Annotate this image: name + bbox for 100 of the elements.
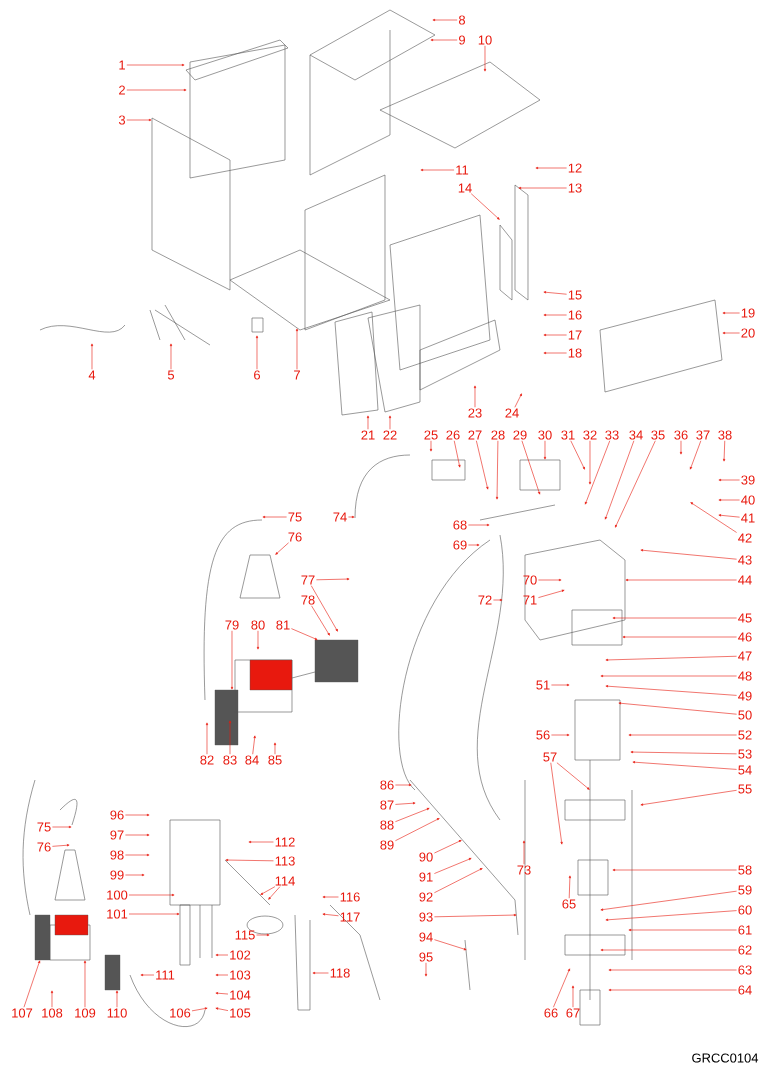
callout-number: 100 <box>107 890 128 900</box>
callout-number: 31 <box>561 430 575 440</box>
leader-line <box>128 912 180 916</box>
callout-number: 5 <box>167 370 175 380</box>
leader-line <box>260 886 276 895</box>
callout-number: 37 <box>696 430 710 440</box>
callout-number: 57 <box>543 752 557 762</box>
leader-line <box>434 913 517 918</box>
callout-number: 81 <box>276 620 290 630</box>
callout-number: 39 <box>741 475 755 485</box>
leader-line <box>432 18 458 22</box>
leader-line <box>322 913 339 917</box>
leader-line <box>228 720 232 755</box>
callout-number: 19 <box>741 308 755 318</box>
leader-line <box>255 335 259 370</box>
callout-number: 54 <box>738 765 752 775</box>
leader-line <box>588 440 592 485</box>
leader-line <box>535 166 567 170</box>
leader-line <box>483 45 487 72</box>
leader-line <box>514 393 522 408</box>
callout-number: 104 <box>230 990 251 1000</box>
leader-line <box>125 813 150 817</box>
callout-number: 80 <box>251 620 265 630</box>
leader-line <box>470 193 500 220</box>
callout-number: 33 <box>605 430 619 440</box>
leader-line <box>608 988 737 992</box>
leader-line <box>493 598 503 602</box>
drawing-code: GRCC0104 <box>692 1053 759 1063</box>
callout-number: 72 <box>478 595 492 605</box>
leader-line <box>248 840 274 844</box>
leader-line <box>543 291 567 295</box>
leader-line <box>262 515 287 519</box>
callout-number: 27 <box>468 430 482 440</box>
callout-number: 41 <box>741 513 755 523</box>
callout-number: 22 <box>383 430 397 440</box>
callout-number: 66 <box>544 1008 558 1018</box>
callout-number: 55 <box>738 784 752 794</box>
leader-line <box>604 440 635 520</box>
callout-number: 75 <box>37 822 51 832</box>
leader-line <box>521 440 541 495</box>
leader-line <box>215 1007 229 1011</box>
callout-number: 2 <box>119 85 125 95</box>
callout-number: 83 <box>223 755 237 765</box>
leader-line <box>395 783 412 787</box>
leader-line <box>605 685 737 696</box>
leader-line <box>640 549 737 560</box>
callout-number: 61 <box>738 925 752 935</box>
callout-number: 105 <box>230 1008 251 1018</box>
leader-line <box>128 893 175 897</box>
leader-line <box>571 985 575 1008</box>
callout-number: 97 <box>110 830 124 840</box>
leader-line <box>256 933 270 937</box>
leader-line <box>468 523 490 527</box>
callout-number: 11 <box>456 165 469 175</box>
callout-number: 30 <box>538 430 552 440</box>
leader-line <box>90 343 94 370</box>
callout-number: 56 <box>536 730 550 740</box>
callout-number: 20 <box>741 328 755 338</box>
callout-number: 116 <box>340 892 360 902</box>
leader-line <box>395 808 430 822</box>
leader-line <box>570 440 585 470</box>
leader-line <box>690 502 737 533</box>
leader-line <box>215 953 229 957</box>
callout-number: 18 <box>568 348 582 358</box>
callout-number: 69 <box>453 540 467 550</box>
callout-number: 38 <box>718 430 732 440</box>
leader-line <box>52 825 72 829</box>
callout-number: 107 <box>12 1008 33 1018</box>
leader-line <box>551 733 570 737</box>
leader-line <box>215 992 229 995</box>
callout-number: 112 <box>275 837 295 847</box>
callout-number: 7 <box>294 370 300 380</box>
leader-line <box>522 840 526 865</box>
callout-number: 4 <box>88 370 96 380</box>
callout-number: 89 <box>380 840 394 850</box>
callout-number: 94 <box>419 932 433 942</box>
callout-number: 84 <box>245 755 259 765</box>
callout-number: 6 <box>254 370 261 380</box>
callout-number: 118 <box>330 968 350 978</box>
callout-number: 47 <box>738 651 752 661</box>
callout-number: 99 <box>110 870 124 880</box>
callout-number: 29 <box>513 430 527 440</box>
leader-line <box>430 38 458 42</box>
leader-line <box>473 385 477 408</box>
leader-line <box>268 886 281 900</box>
callout-number: 106 <box>170 1008 191 1018</box>
leader-line <box>632 761 737 770</box>
leader-line <box>126 118 152 122</box>
callout-number: 59 <box>738 885 752 895</box>
callout-number: 82 <box>200 755 214 765</box>
leader-line <box>625 578 737 582</box>
leader-line <box>434 939 467 951</box>
callout-number: 65 <box>562 899 576 909</box>
leader-line <box>718 498 740 502</box>
leader-line <box>468 543 480 547</box>
callout-number: 9 <box>459 35 465 45</box>
leader-line <box>424 962 428 977</box>
leader-line <box>348 515 355 519</box>
leader-line <box>543 440 547 460</box>
callout-number: 110 <box>107 1008 127 1018</box>
